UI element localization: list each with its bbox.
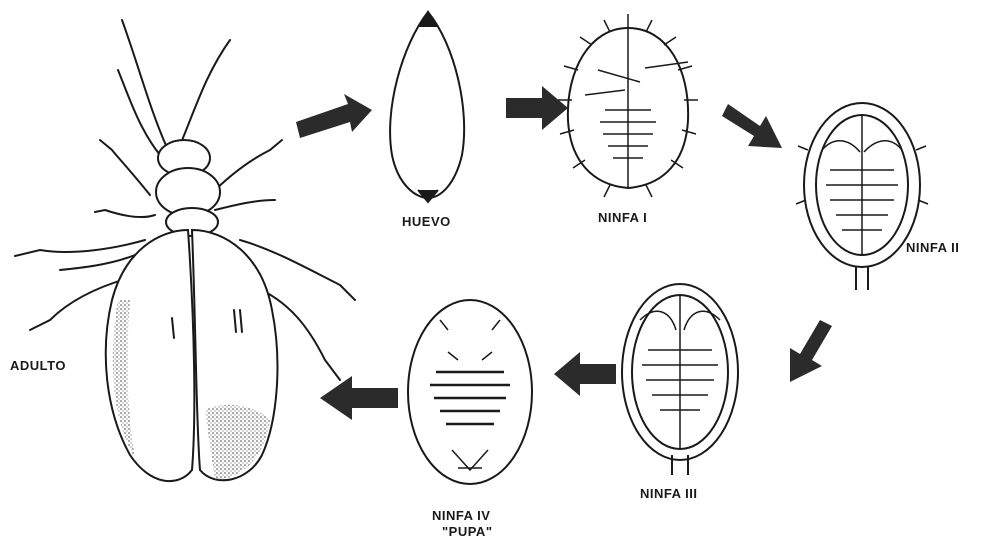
nymph-4-pupa-illustration [408,300,532,484]
cycle-arrows [296,86,832,420]
label-huevo: HUEVO [402,214,451,229]
nymph-3-illustration [622,284,738,475]
nymph-2-illustration [796,103,928,290]
arrow-adult-to-egg [296,94,372,138]
arrow-nymph-4-to-adult [320,376,398,420]
arrow-egg-to-nymph-1 [506,86,568,130]
egg-illustration [390,12,464,202]
arrow-nymph-2-to-nymph-3 [790,320,832,382]
label-ninfa-1: NINFA I [598,210,647,225]
label-ninfa-4: NINFA IV [432,508,490,523]
arrow-nymph-1-to-nymph-2 [722,104,782,148]
label-ninfa-3: NINFA III [640,486,697,501]
arrow-nymph-3-to-nymph-4 [554,352,616,396]
label-adulto: ADULTO [10,358,66,373]
label-pupa: "PUPA" [442,524,492,539]
nymph-1-illustration [558,14,698,197]
label-ninfa-2: NINFA II [906,240,959,255]
adult-illustration [15,20,355,481]
